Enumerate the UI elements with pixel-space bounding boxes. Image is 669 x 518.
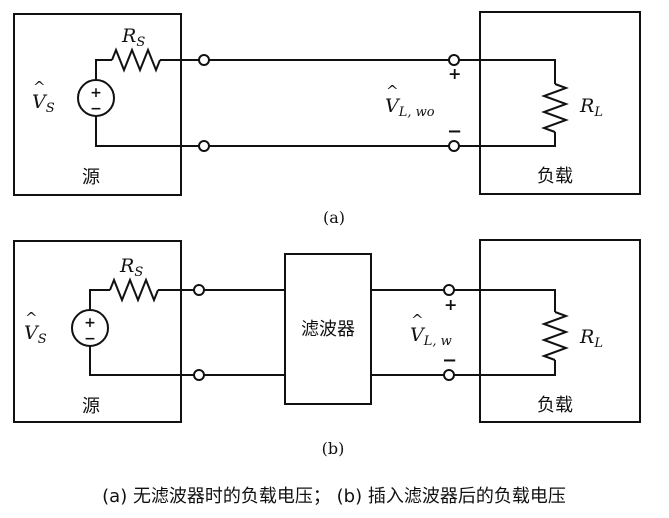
load-minus-b: − [442, 350, 457, 371]
wire-bottom-right-b [454, 360, 556, 376]
resistor-rl-b [541, 311, 569, 361]
rs-label-a: RS [121, 25, 145, 50]
figure-label-a: (a) [323, 208, 345, 227]
load-minus-a: − [447, 121, 462, 142]
wire-bottom-right-a [459, 132, 556, 147]
terminal-top-right-b [443, 284, 455, 296]
source-box-b [13, 240, 182, 423]
source-label-a: 源 [82, 167, 100, 188]
filter-box-b [284, 253, 372, 405]
vl-label-a: VL, wo [385, 95, 435, 120]
load-box-b [479, 239, 641, 423]
terminal-bottom-left-b [193, 369, 205, 381]
wire-bottom-left-b [89, 346, 194, 376]
figure-label-b: (b) [322, 439, 345, 458]
terminal-top-left-b [193, 284, 205, 296]
vl-hat-b: ^ [411, 311, 424, 329]
vs-label-b: VS [24, 322, 47, 347]
load-label-a: 负载 [537, 166, 573, 187]
resistor-rs-a [111, 47, 161, 73]
vs-label-a: VS [32, 91, 55, 116]
wire-top-left-a [95, 59, 112, 80]
wire-top-right-a [459, 59, 556, 84]
terminal-bottom-left-a [198, 140, 210, 152]
source-plus-b: + [84, 315, 96, 331]
terminal-top-right-a [448, 54, 460, 66]
source-minus-b: − [84, 331, 96, 347]
resistor-rl-a [541, 83, 569, 133]
figure-caption: (a) 无滤波器时的负载电压； (b) 插入滤波器后的负载电压 [102, 486, 566, 507]
terminal-bottom-right-a [448, 140, 460, 152]
source-box-a [13, 13, 182, 196]
resistor-rs-b [109, 277, 159, 303]
wire-bottom-left-a [95, 116, 199, 147]
load-box-a [479, 11, 641, 195]
load-label-b: 负载 [537, 395, 573, 416]
vl-label-b: VL, w [410, 324, 452, 349]
source-minus-a: − [90, 101, 102, 117]
terminal-top-left-a [198, 54, 210, 66]
wire-top-left-b [89, 289, 110, 310]
vs-hat-a: ^ [33, 78, 46, 96]
rl-label-a: RL [579, 95, 603, 120]
load-plus-b: + [444, 295, 457, 314]
rs-label-b: RS [119, 255, 143, 280]
filter-label-b: 滤波器 [301, 319, 355, 340]
wire-top-right-b [454, 289, 556, 312]
source-label-b: 源 [82, 396, 100, 417]
source-plus-a: + [90, 85, 102, 101]
rl-label-b: RL [579, 326, 603, 351]
figure-a: + − RS VS ^ + − VL, wo ^ RL 源 负载 (a) [13, 11, 641, 227]
voltage-source-b [71, 309, 109, 347]
voltage-source-a [77, 79, 115, 117]
vs-hat-b: ^ [25, 309, 38, 327]
figure-b: + − RS VS ^ 滤波器 + − VL, w ^ RL 源 负载 (b) [13, 239, 641, 458]
vl-hat-a: ^ [386, 82, 399, 100]
load-plus-a: + [448, 64, 461, 83]
terminal-bottom-right-b [443, 369, 455, 381]
